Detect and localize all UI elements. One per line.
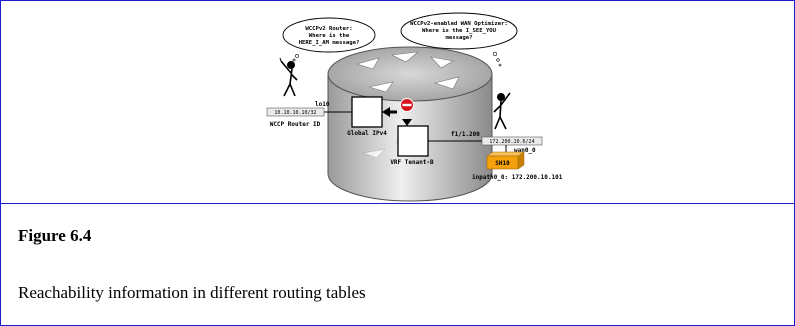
left-bubble-line-2: Where is the [309,33,350,39]
left-bubble-line-1: WCCPv2 Router: [305,26,352,32]
right-bubble-line-2: Where is the I_SEE_YOU [422,28,497,34]
figure-caption: Reachability information in different ro… [18,283,366,302]
lo10-interface-label: lo10 [315,101,330,108]
optimizer-appliance-icon [486,151,525,170]
routing-diagram: Global IPv4 VRF Tenant-B lo10 10.10.10.1… [266,12,563,202]
router-id-ip: 10.10.10.10/32 [274,110,316,116]
leak-arrow-icon [382,107,412,126]
left-speech-bubble: WCCPv2 Router: Where is the HERE_I_AM me… [282,17,376,62]
global-ipv4-table-box [351,96,383,128]
figure-number: Figure 6.4 [18,226,92,245]
no-entry-icon [400,98,414,112]
left-bubble-line-3: HERE_I_AM message? [299,40,360,46]
wan-interface-label: wan0_0 [514,147,536,154]
optimizer-name: SH10 [495,160,510,167]
vrf-tenant-table-box [397,125,429,157]
subnet-ip: 172.200.10.6/24 [489,139,534,145]
right-bubble-line-3: message? [446,35,473,41]
subnet-ip-box [481,136,543,146]
diagram-cell: Global IPv4 VRF Tenant-B lo10 10.10.10.1… [1,1,794,204]
global-ipv4-label: Global IPv4 [347,130,387,137]
right-speech-bubble: WCCPv2-enabled WAN Optimizer: Where is t… [400,12,518,67]
caption-cell: Figure 6.4 Reachability information in d… [1,204,794,325]
router-id-ip-box [266,107,325,117]
right-person-icon [493,92,511,130]
f-interface-label: f1/1.200 [451,131,480,138]
inpath-label: inpath0_0: 172.200.10.101 [472,174,563,181]
router-id-label: WCCP Router ID [270,121,321,128]
vrf-tenant-label: VRF Tenant-B [390,159,434,166]
right-bubble-line-1: WCCPv2-enabled WAN Optimizer: [410,21,508,27]
left-person-icon [279,57,298,97]
